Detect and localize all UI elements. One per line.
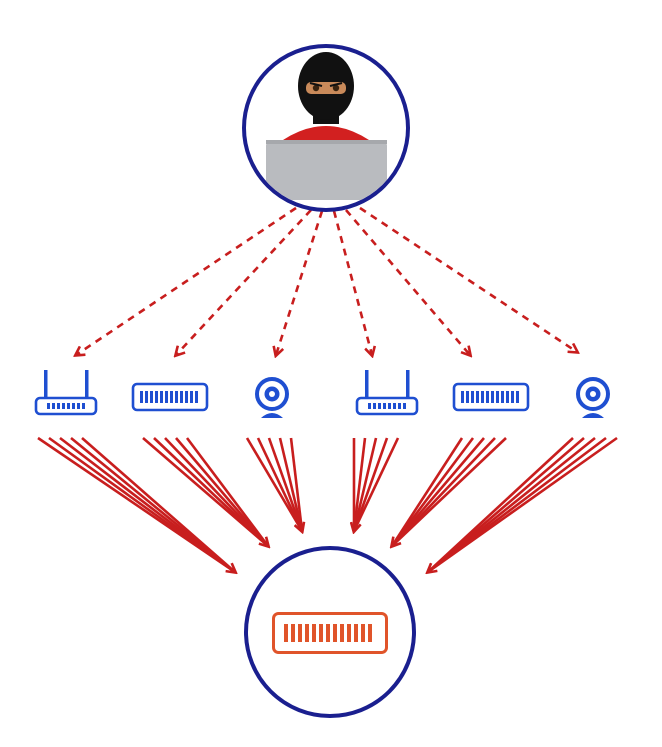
command-link-arrow: [76, 206, 297, 355]
router-icon: [355, 370, 419, 416]
hacker-with-laptop-icon: [266, 52, 387, 200]
attack-traffic-line: [392, 437, 485, 546]
attack-traffic-line: [352, 437, 367, 532]
attack-traffic-line: [354, 437, 378, 531]
attack-traffic-line: [164, 437, 268, 546]
attack-traffic-line: [289, 437, 304, 532]
attack-traffic-line: [352, 437, 389, 532]
command-links: [76, 206, 577, 355]
webcam-icon: [255, 377, 289, 418]
attack-traffic-line: [278, 437, 304, 532]
network-switch-icon: [131, 382, 209, 412]
attack-traffic-line: [245, 437, 304, 532]
attack-traffic-line: [390, 437, 464, 547]
attacker-node: [242, 44, 410, 212]
attack-traffic-line: [153, 437, 269, 547]
attack-traffic-line: [175, 437, 269, 547]
target-node: [244, 546, 416, 718]
network-switch-icon: [452, 382, 530, 412]
server-icon: [272, 612, 388, 654]
attack-traffic-line: [81, 437, 236, 573]
attack-traffic-line: [391, 437, 507, 547]
attack-traffic-line: [267, 437, 302, 531]
command-link-arrow: [276, 210, 324, 355]
attack-traffic-line: [185, 437, 270, 547]
command-link-arrow: [359, 206, 577, 352]
command-link-arrow: [176, 209, 312, 355]
webcam-icon: [576, 377, 610, 418]
attack-traffic-line: [390, 437, 475, 547]
bot-devices: [34, 370, 610, 418]
command-link-arrow: [345, 209, 470, 355]
attack-traffic-line: [427, 436, 618, 574]
attack-traffic: [37, 436, 618, 574]
attack-traffic-line: [352, 437, 400, 532]
router-icon: [34, 370, 98, 416]
attack-traffic-line: [256, 437, 304, 532]
